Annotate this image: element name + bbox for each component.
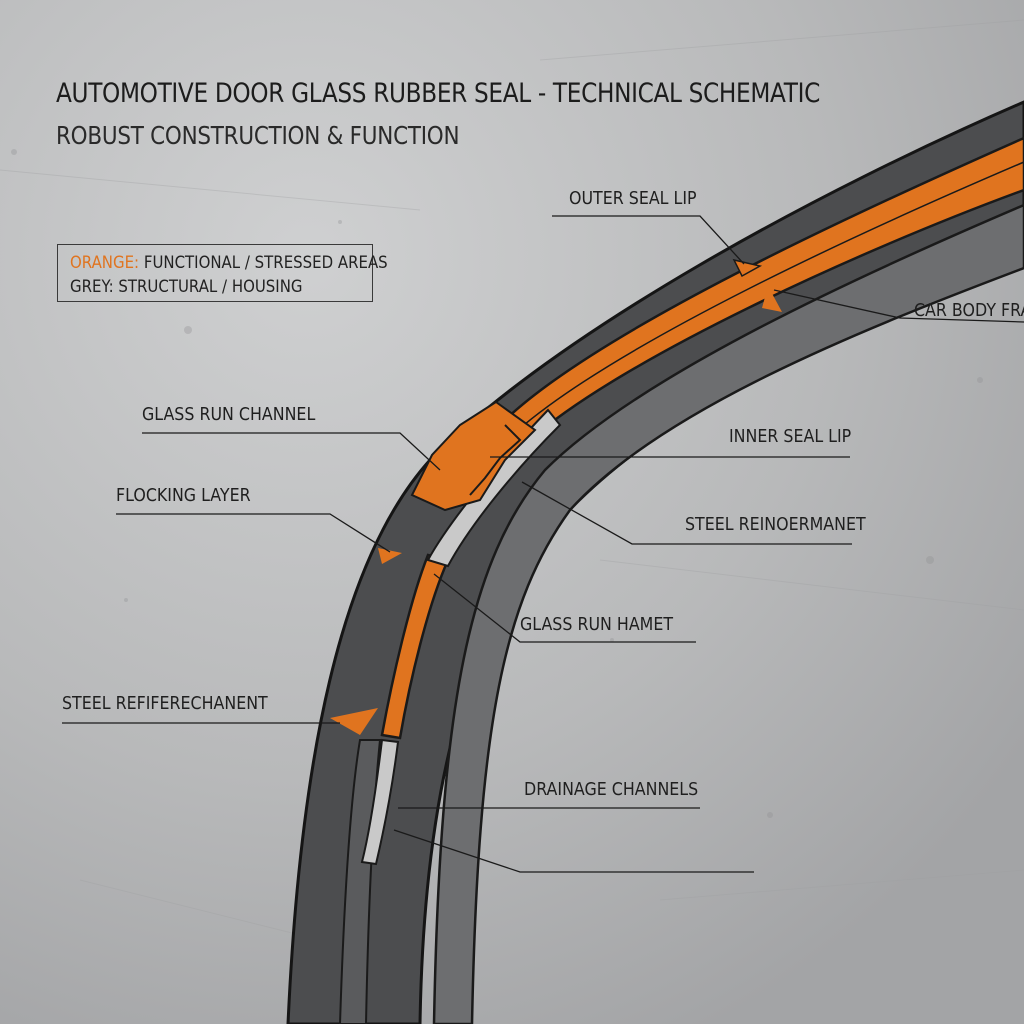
callout-steel-reinforcement-lower: STEEL REFIFERECHANENT [62,693,268,714]
seal-housing-inner [432,203,1024,1024]
seal-lip-detail [469,424,522,496]
legend-key-orange: ORANGE [70,253,135,273]
callout-glass-run-insert: GLASS RUN HAMET [520,614,674,635]
leader-flocking [116,513,391,553]
marker-flocking [378,548,402,564]
glass-run-insert-lower [360,738,400,866]
callout-outer-seal-lip: OUTER SEAL LIP [569,188,697,209]
leader-drainage-lower [393,829,754,873]
callout-inner-seal-lip: INNER SEAL LIP [729,426,852,447]
legend-key-grey: GREY [70,277,109,297]
legend-text: STRUCTURAL / HOUSING [113,277,303,297]
diagram-subtitle: ROBUST CONSTRUCTION & FUNCTION [56,121,460,150]
callout-drainage-channels: DRAINAGE CHANNELS [524,779,699,800]
legend-row-orange: ORANGE: FUNCTIONAL / STRESSED AREAS [70,251,388,275]
callout-flocking-layer: FLOCKING LAYER [116,485,251,506]
functional-strip-lower [380,553,450,740]
marker-steel-lower [330,708,378,735]
seal-lip-cluster [410,400,537,512]
legend-text: FUNCTIONAL / STRESSED AREAS [139,253,388,273]
leader-car-body [773,289,1024,323]
diagram-title: AUTOMOTIVE DOOR GLASS RUBBER SEAL - TECH… [56,78,821,109]
seal-housing-outer [286,100,1024,1024]
callout-steel-reinforcement-upper: STEEL REINOERMANET [685,514,866,535]
leader-glass-run-insert [433,573,696,643]
legend-key-separator: : [108,277,114,297]
marker-car-body [762,286,782,312]
legend-row-grey: GREY: STRUCTURAL / HOUSING [70,275,336,299]
leader-outer-seal-lip [552,215,745,265]
functional-strip-center-line [517,161,1024,431]
callout-glass-run-channel: GLASS RUN CHANNEL [142,404,316,425]
leader-steel-upper [521,481,852,545]
marker-outer-seal-lip [732,258,763,278]
callout-car-body-frame: CAR BODY FRA [914,300,1024,321]
legend-key-separator: : [134,253,140,273]
leader-glass-run-channel [142,432,441,471]
color-legend: ORANGE: FUNCTIONAL / STRESSED AREAS GREY… [57,244,388,302]
lower-channel-panel [338,739,382,1024]
